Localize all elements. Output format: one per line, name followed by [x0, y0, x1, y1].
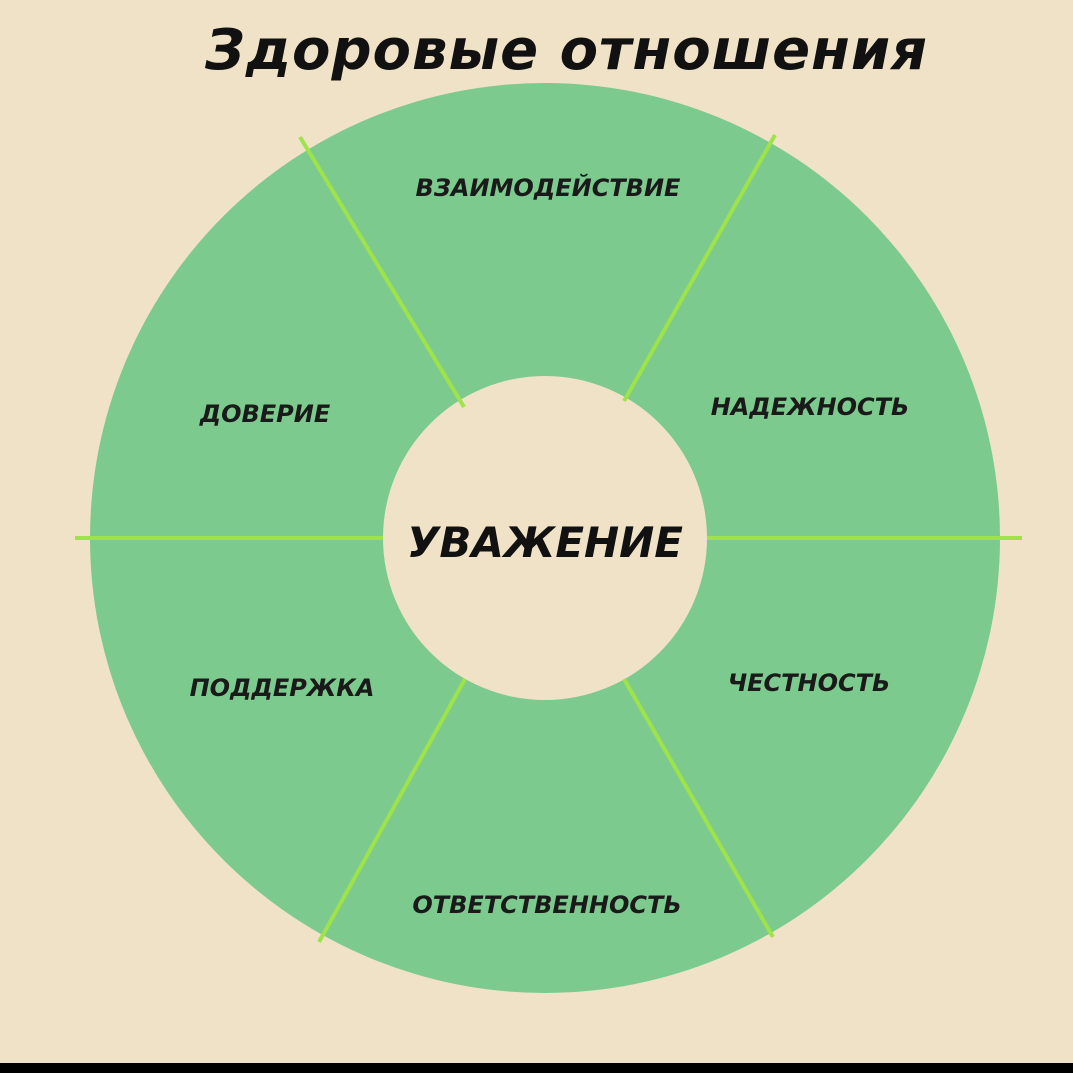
divider-line-lower-right: [622, 677, 775, 939]
center-label: УВАЖЕНИЕ: [407, 518, 683, 567]
segment-label-interaction: ВЗАИМОДЕЙСТВИЕ: [416, 173, 682, 202]
divider-line-upper-right: [622, 134, 777, 402]
segment-label-reliability: НАДЕЖНОСТЬ: [711, 393, 910, 421]
segment-label-honesty: ЧЕСТНОСТЬ: [728, 669, 891, 697]
segment-label-trust: ДОВЕРИЕ: [199, 400, 331, 428]
inner-circle: [383, 376, 707, 700]
bottom-border: [0, 1063, 1073, 1073]
diagram-title: Здоровые отношения: [204, 18, 929, 83]
divider-line-upper-left: [298, 135, 466, 409]
segment-label-responsibility: ОТВЕТСТВЕННОСТЬ: [412, 891, 681, 919]
segment-label-support: ПОДДЕРЖКА: [190, 674, 375, 702]
divider-line-lower-left: [317, 678, 467, 943]
